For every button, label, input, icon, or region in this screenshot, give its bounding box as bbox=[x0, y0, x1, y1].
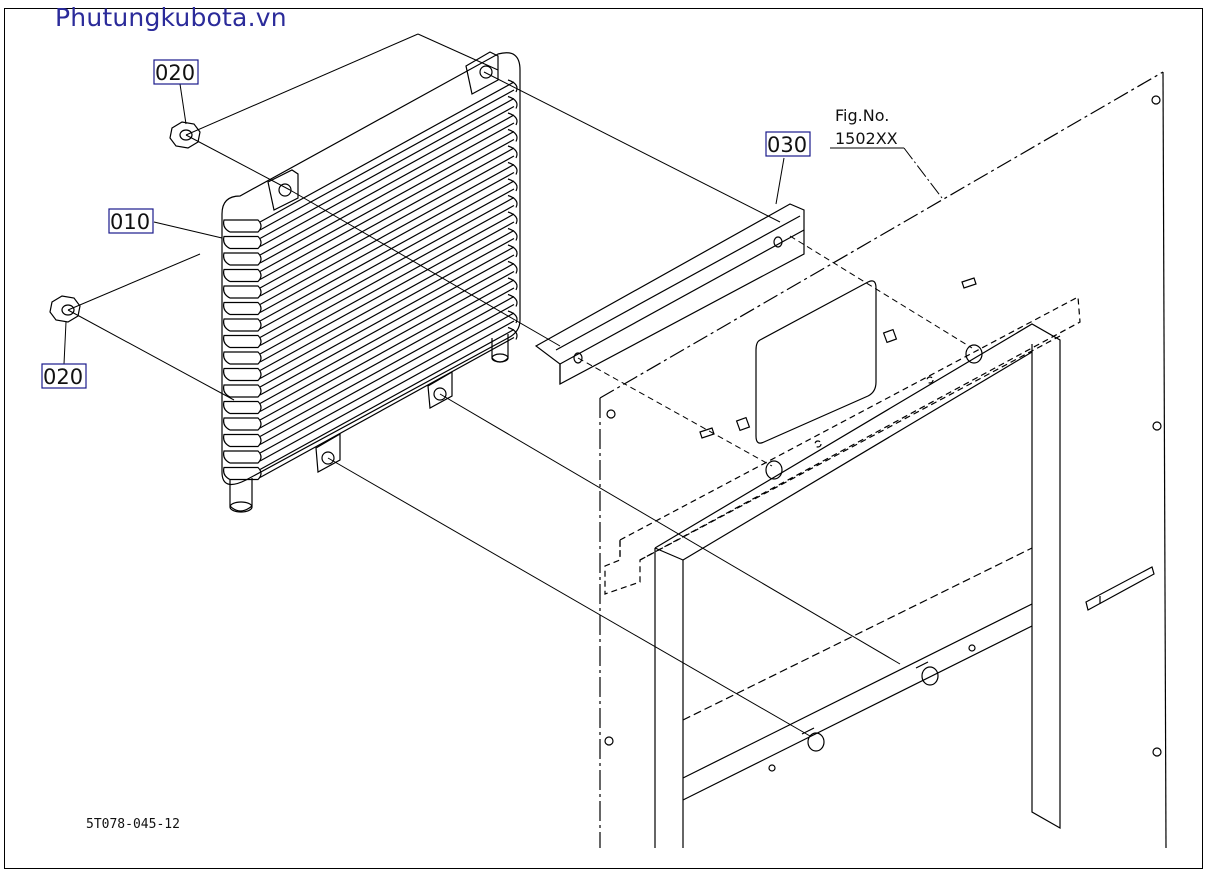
pin bbox=[965, 344, 983, 364]
cooler-tube-end bbox=[507, 293, 518, 307]
panel-plate bbox=[599, 71, 1167, 849]
cooler-tube-end bbox=[507, 145, 518, 159]
assembly-lines bbox=[63, 33, 973, 737]
cooler-tube-end bbox=[507, 161, 518, 175]
cooler-tube-end bbox=[507, 194, 518, 208]
cooler-fin-line bbox=[259, 138, 515, 281]
cooler-tube-end bbox=[223, 417, 262, 431]
callout-020-top: 020 bbox=[155, 61, 195, 85]
fig-label: Fig.No. bbox=[835, 106, 889, 125]
cooler-fin-line bbox=[259, 295, 515, 438]
cooler-fin-line bbox=[259, 336, 515, 479]
cooler-tube-end bbox=[223, 433, 262, 448]
cooler-tube-end bbox=[223, 252, 262, 266]
cooler-tube-end bbox=[223, 219, 262, 233]
cooler-fins bbox=[259, 81, 515, 479]
cooler-tubes bbox=[223, 79, 518, 481]
callout-020-bottom: 020 bbox=[43, 365, 83, 389]
cooler-fin-line bbox=[259, 229, 515, 372]
cooler-fin-line bbox=[259, 262, 515, 405]
callout-030: 030 bbox=[767, 133, 807, 157]
flange-nut-020-bottom bbox=[49, 295, 81, 323]
cooler-fin-line bbox=[259, 279, 515, 421]
cooler-fin-line bbox=[259, 204, 515, 347]
cooler-tube-end bbox=[507, 227, 518, 241]
mounting-bracket-030 bbox=[534, 203, 805, 385]
hidden-bracket bbox=[604, 296, 1081, 595]
cooler-tube-end bbox=[223, 268, 262, 283]
cooler-fin-line bbox=[259, 196, 515, 339]
cooler-fin-line bbox=[259, 303, 515, 446]
cooler-fin-line bbox=[259, 188, 515, 330]
cooler-tube-end bbox=[223, 351, 262, 365]
cooler-tube-end bbox=[507, 326, 518, 340]
oil-cooler-010 bbox=[221, 51, 521, 513]
flange-nut-020-top bbox=[169, 121, 201, 149]
watermark-text: Phutungkubota.vn bbox=[55, 3, 287, 32]
callout-box-010 bbox=[108, 208, 154, 234]
cooler-tube-end bbox=[223, 450, 262, 464]
cooler-fin-line bbox=[259, 213, 515, 355]
cooler-fin-line bbox=[259, 171, 515, 314]
pin bbox=[765, 460, 783, 480]
cooler-fin-line bbox=[259, 328, 515, 471]
cooler-fin-line bbox=[259, 130, 515, 273]
cooler-fin-line bbox=[259, 237, 515, 380]
fig-number: 1502XX bbox=[835, 129, 898, 148]
cooler-fin-line bbox=[259, 97, 515, 240]
callout-box-030 bbox=[765, 131, 811, 157]
callout-box-020-bottom bbox=[41, 363, 87, 389]
cooler-fin-line bbox=[259, 89, 515, 231]
cooler-tube-end bbox=[507, 211, 518, 225]
cooler-fin-line bbox=[259, 246, 515, 388]
drawing-frame bbox=[4, 8, 1203, 869]
cooler-tube-end bbox=[223, 285, 262, 299]
cooler-fin-line bbox=[259, 180, 515, 322]
cooler-tube-end bbox=[507, 310, 518, 324]
cooler-fin-line bbox=[259, 320, 515, 462]
cooler-tube-end bbox=[223, 466, 262, 481]
cooler-tube-end bbox=[507, 260, 518, 274]
cooler-fin-line bbox=[259, 221, 515, 363]
cooler-tube-end bbox=[223, 334, 262, 349]
cooler-fin-line bbox=[259, 287, 515, 429]
cooler-fin-line bbox=[259, 163, 515, 306]
cooler-tube-end bbox=[507, 95, 518, 109]
cooler-tube-end bbox=[507, 244, 518, 258]
cooler-fin-line bbox=[259, 147, 515, 289]
cooler-tube-end bbox=[223, 235, 262, 250]
callout-box-020-top bbox=[153, 59, 199, 85]
cooler-tube-end bbox=[223, 301, 262, 316]
cooler-tube-end bbox=[223, 318, 262, 332]
cooler-tube-end bbox=[507, 79, 518, 93]
cooler-tube-end bbox=[223, 384, 262, 398]
drawing-code: 5T078-045-12 bbox=[86, 817, 180, 832]
cooler-fin-line bbox=[259, 312, 515, 454]
cooler-tube-end bbox=[507, 178, 518, 192]
frame-channel bbox=[654, 323, 1061, 848]
callout-010: 010 bbox=[110, 210, 150, 234]
cooler-fin-line bbox=[259, 105, 515, 248]
cooler-tube-end bbox=[223, 367, 262, 382]
cooler-tube-end bbox=[223, 400, 262, 415]
cooler-fin-line bbox=[259, 254, 515, 396]
cooler-fin-line bbox=[259, 114, 515, 256]
cooler-tube-end bbox=[507, 128, 518, 142]
cooler-fin-line bbox=[259, 155, 515, 297]
cooler-fin-line bbox=[259, 81, 515, 223]
cooler-tube-end bbox=[507, 112, 518, 126]
cooler-fin-line bbox=[259, 122, 515, 264]
cooler-tube-end bbox=[507, 277, 518, 291]
